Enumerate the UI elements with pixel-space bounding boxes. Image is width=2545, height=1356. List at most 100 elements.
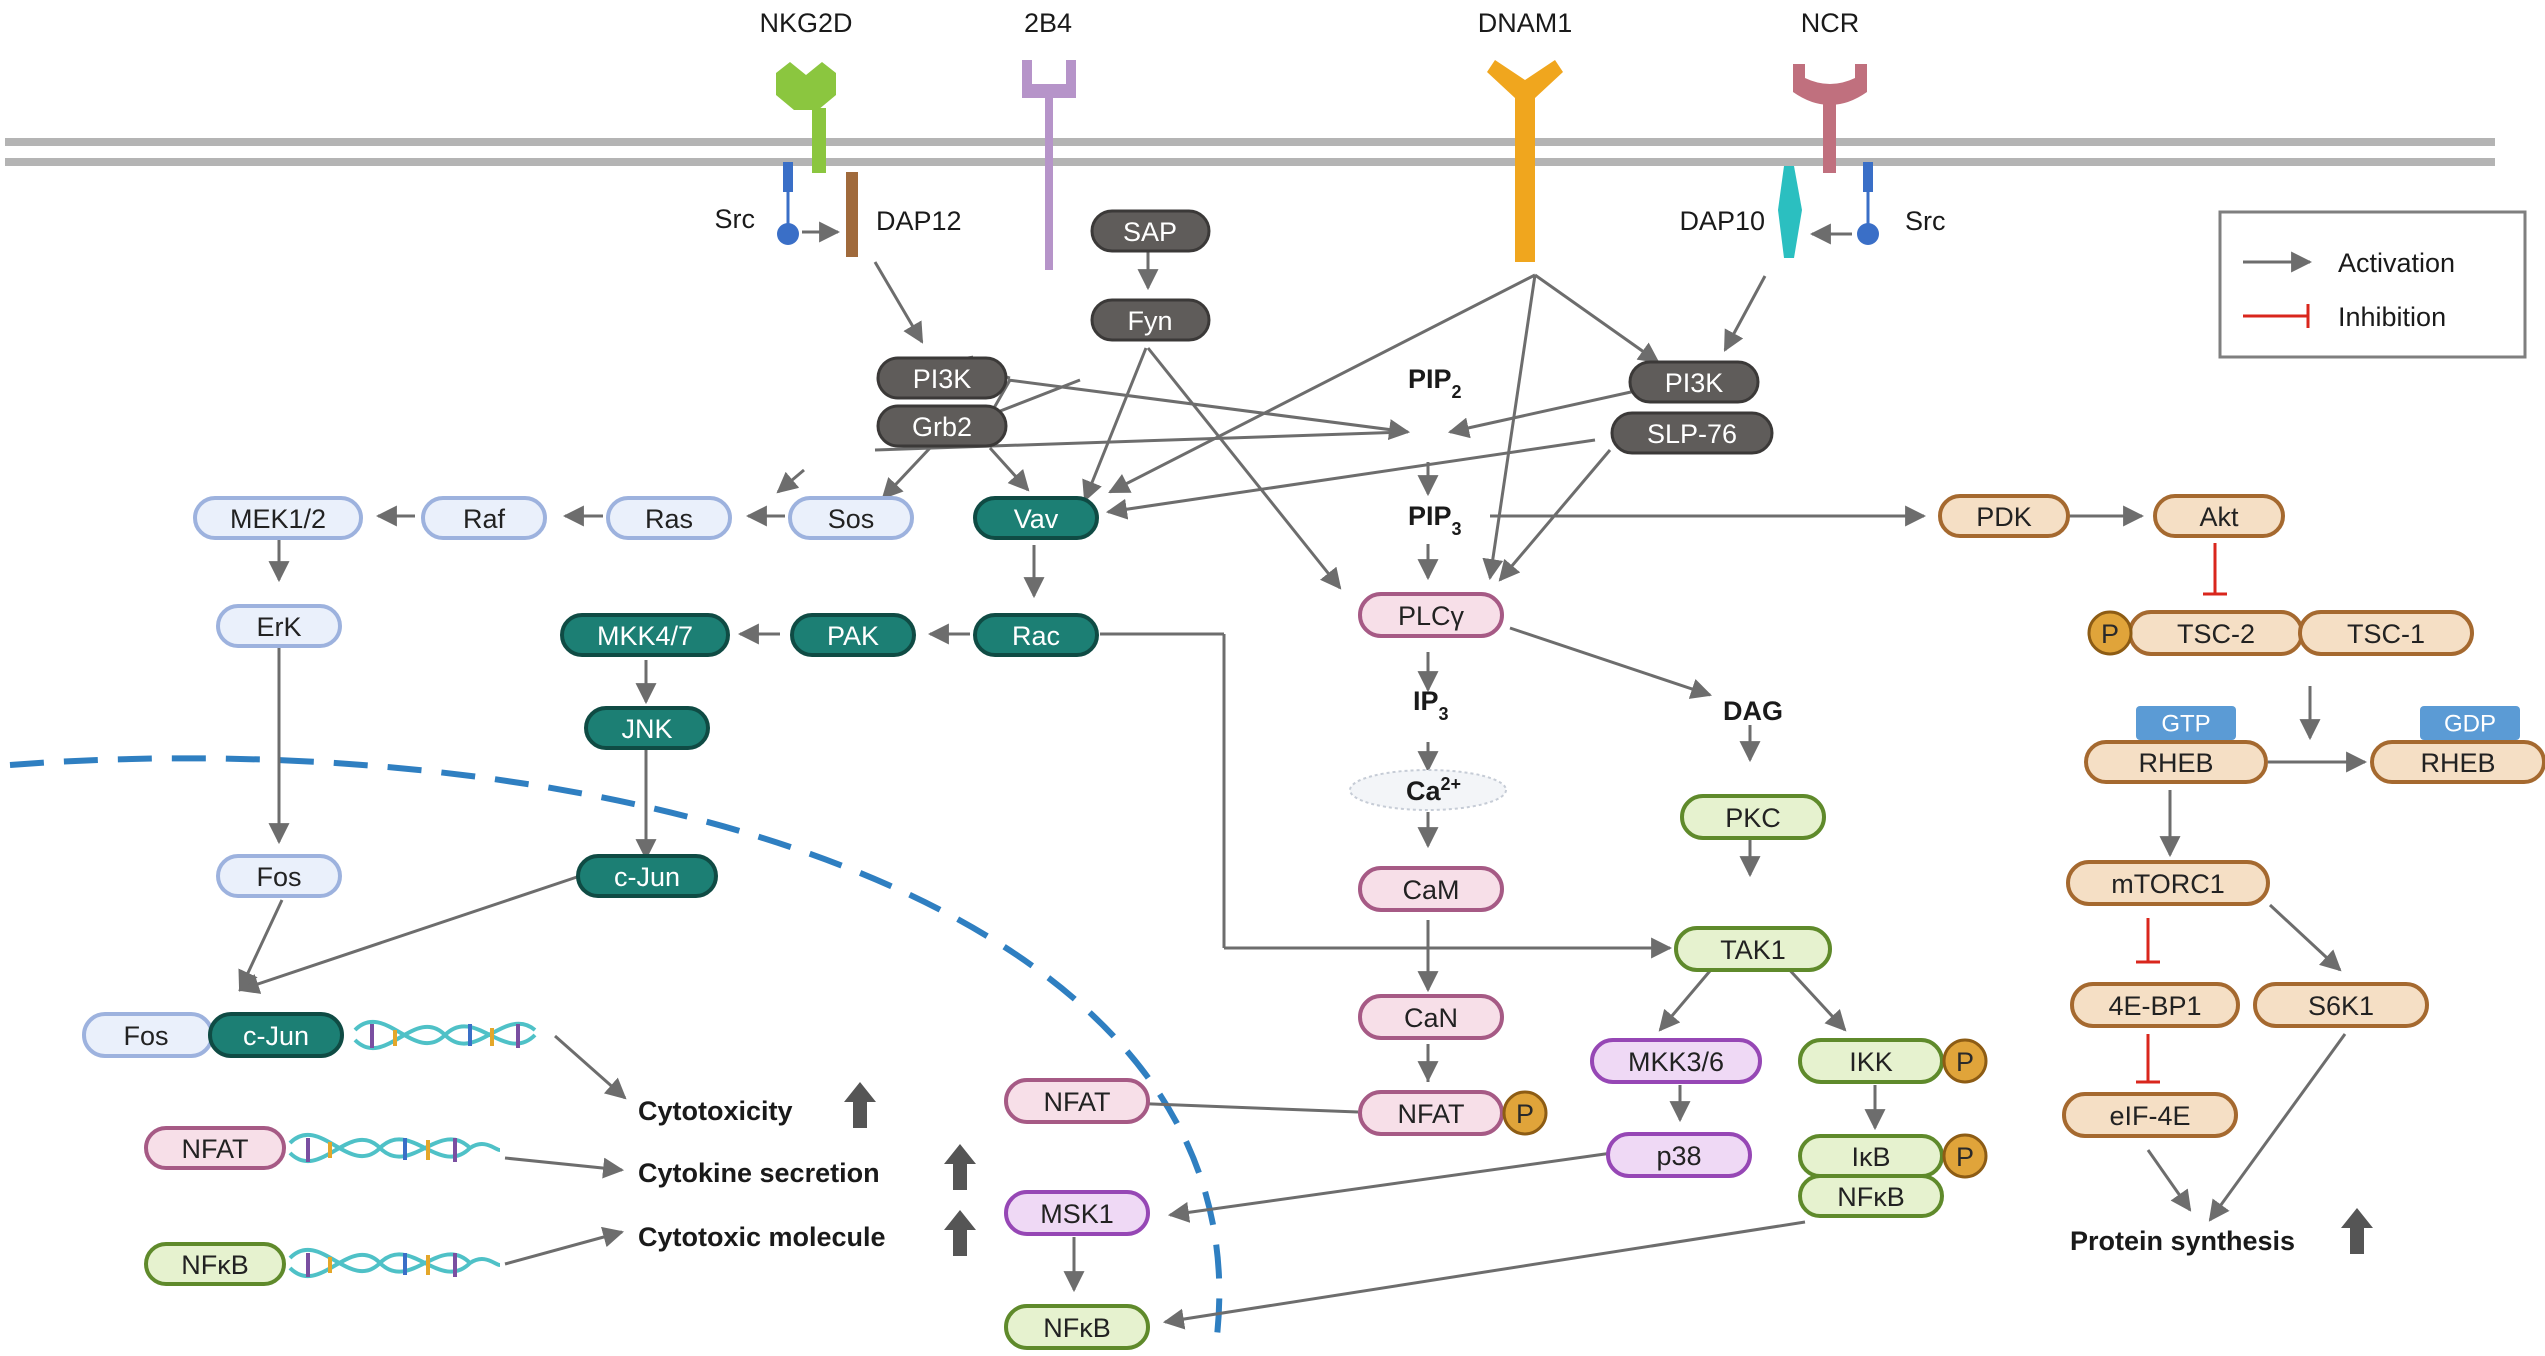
legend	[2218, 210, 2527, 359]
src-right-label: Src	[1905, 206, 1946, 236]
phospho-tsc2: P	[2087, 610, 2133, 656]
node-can-label: CaN	[1404, 1003, 1458, 1033]
node-plcg-label: PLCγ	[1398, 601, 1465, 631]
node-4ebp1-label: 4E-BP1	[2108, 991, 2201, 1021]
node-mtorc1-label: mTORC1	[2111, 869, 2225, 899]
ncr-label: NCR	[1801, 8, 1860, 38]
node-sos-label: Sos	[828, 504, 875, 534]
node-nfat-nuc: NFAT	[1004, 1078, 1150, 1124]
node-pi3k-left: PI3K	[876, 356, 1008, 400]
node-pdk: PDK	[1938, 494, 2070, 538]
node-nfat-cyto: NFAT	[1358, 1090, 1504, 1136]
up-arrow-cytotoxic-molecule	[944, 1210, 976, 1256]
node-eif4e: eIF-4E	[2062, 1092, 2238, 1138]
b4-label: 2B4	[1024, 8, 1072, 38]
pip3-label: PIP3	[1408, 501, 1462, 539]
node-tsc1-label: TSC-1	[2347, 619, 2425, 649]
node-nfat-nuc-label: NFAT	[1044, 1087, 1111, 1117]
node-tsc2-label: TSC-2	[2177, 619, 2255, 649]
node-cjun-mid: c-Jun	[576, 854, 718, 898]
outcome-protein-synthesis: Protein synthesis	[2070, 1226, 2295, 1256]
node-slp76-label: SLP-76	[1647, 419, 1737, 449]
inhibition-arrows	[2136, 543, 2227, 1084]
up-arrow-cytotoxicity	[844, 1082, 876, 1128]
node-p38-label: p38	[1656, 1141, 1701, 1171]
node-tak1: TAK1	[1674, 926, 1832, 972]
node-nfat-cyto-label: NFAT	[1398, 1099, 1465, 1129]
node-sap-label: SAP	[1123, 217, 1177, 247]
node-ikb: IκB	[1798, 1134, 1944, 1178]
dap12-label: DAP12	[876, 206, 962, 236]
node-pdk-label: PDK	[1976, 502, 2032, 532]
phospho-tsc2-label: P	[2101, 619, 2119, 649]
dap10-label: DAP10	[1679, 206, 1765, 236]
src-left-label: Src	[715, 204, 756, 234]
node-can: CaN	[1358, 994, 1504, 1040]
node-vav-label: Vav	[1014, 504, 1059, 534]
node-fos-mid: Fos	[216, 854, 342, 898]
node-ikb-label: IκB	[1851, 1142, 1890, 1172]
node-mek12-label: MEK1/2	[230, 504, 326, 534]
dap12-adaptor	[846, 172, 858, 257]
dna-nfkb	[288, 1248, 501, 1278]
node-cjun-bottom-label: c-Jun	[243, 1021, 309, 1051]
node-raf: Raf	[421, 496, 547, 540]
node-rheb-gtp-label: RHEB	[2138, 748, 2213, 778]
node-grb2: Grb2	[876, 404, 1008, 448]
node-fos-mid-label: Fos	[256, 862, 301, 892]
dna-nfat	[288, 1133, 501, 1163]
node-sos: Sos	[788, 496, 914, 540]
dnam1-label: DNAM1	[1478, 8, 1573, 38]
node-rheb-gtp: RHEB	[2084, 740, 2268, 784]
node-raf-label: Raf	[463, 504, 506, 534]
cell-membrane	[5, 138, 2495, 166]
activation-arrows	[238, 252, 2368, 1330]
phospho-ikk-label: P	[1956, 1047, 1974, 1077]
node-fos-bottom: Fos	[82, 1012, 214, 1058]
node-akt: Akt	[2153, 494, 2285, 538]
node-fos-bottom-label: Fos	[123, 1021, 168, 1051]
phospho-ikb: P	[1942, 1133, 1988, 1179]
node-rac: Rac	[973, 613, 1099, 657]
nkg2d-label: NKG2D	[759, 8, 852, 38]
node-msk1-label: MSK1	[1040, 1199, 1114, 1229]
up-arrow-protein-synthesis	[2341, 1208, 2373, 1254]
node-nfkb-nuc-label: NFκB	[1043, 1313, 1111, 1343]
node-mkk36: MKK3/6	[1590, 1038, 1762, 1084]
b4-receptor	[1022, 60, 1076, 270]
node-jnk-label: JNK	[621, 714, 672, 744]
phospho-ikk: P	[1942, 1038, 1988, 1084]
node-pi3k-left-label: PI3K	[913, 364, 972, 394]
node-mtorc1: mTORC1	[2066, 860, 2270, 906]
dnam1-receptor	[1487, 60, 1563, 262]
node-nfkb-gene: NFκB	[144, 1242, 286, 1286]
node-erk: ErK	[216, 604, 342, 648]
node-sap: SAP	[1090, 209, 1211, 253]
ip3-label: IP3	[1413, 686, 1449, 724]
node-slp76: SLP-76	[1610, 411, 1774, 455]
node-pak: PAK	[790, 613, 916, 657]
phospho-nfat: P	[1502, 1090, 1548, 1136]
node-tsc2: TSC-2	[2128, 610, 2304, 656]
node-akt-label: Akt	[2199, 502, 2239, 532]
node-msk1: MSK1	[1004, 1190, 1150, 1236]
src-right-kinase	[1857, 162, 1879, 245]
node-ras: Ras	[606, 496, 732, 540]
node-ikk: IKK	[1798, 1038, 1944, 1084]
node-rac-label: Rac	[1012, 621, 1060, 651]
node-ikk-label: IKK	[1849, 1047, 1893, 1077]
phospho-ikb-label: P	[1956, 1142, 1974, 1172]
legend-activation-label: Activation	[2338, 248, 2455, 278]
node-jnk: JNK	[584, 706, 710, 750]
outcome-cytotoxicity: Cytotoxicity	[638, 1096, 793, 1126]
node-4ebp1: 4E-BP1	[2070, 982, 2240, 1028]
node-erk-label: ErK	[256, 612, 301, 642]
node-gtp-label: GTP	[2161, 711, 2210, 738]
node-tsc1: TSC-1	[2298, 610, 2474, 656]
node-gdp-label: GDP	[2444, 711, 2496, 738]
node-mkk47: MKK4/7	[560, 613, 730, 657]
src-left-kinase	[777, 162, 799, 245]
node-mkk36-label: MKK3/6	[1628, 1047, 1724, 1077]
node-ras-label: Ras	[645, 504, 693, 534]
